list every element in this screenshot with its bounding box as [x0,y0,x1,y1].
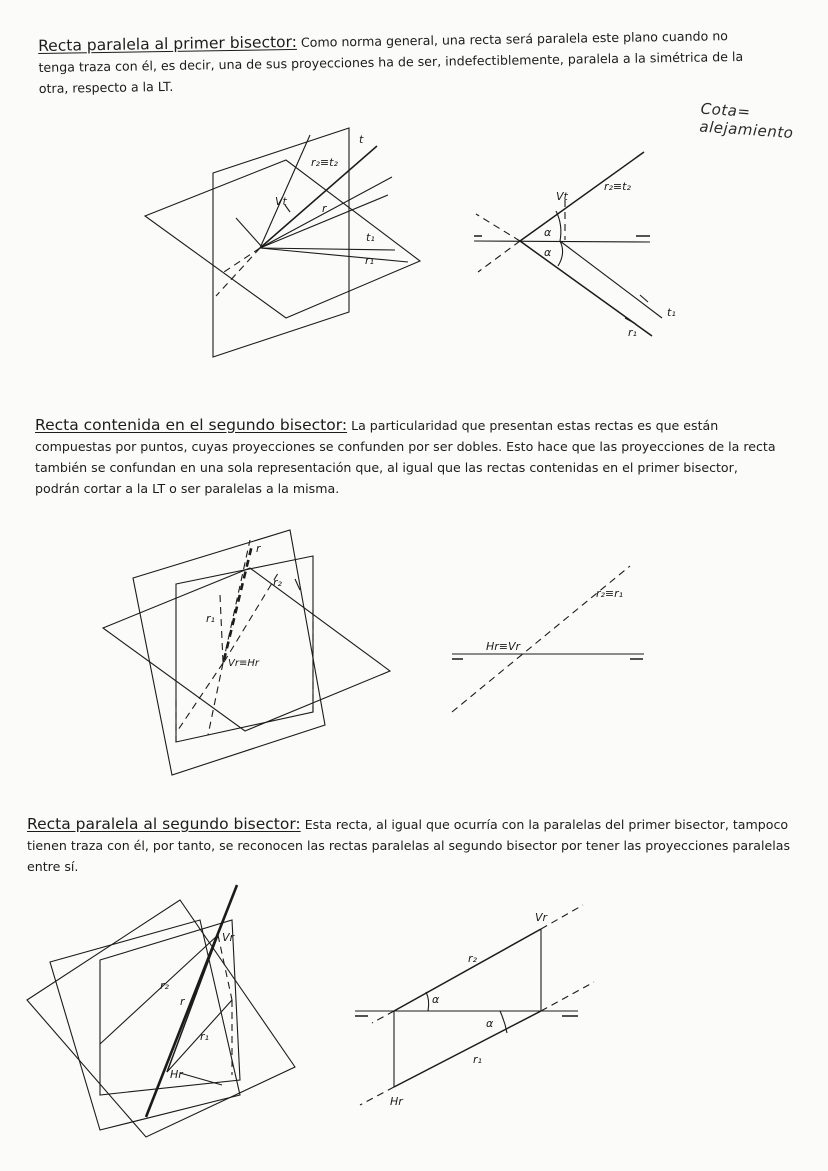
fig1-2d-label-vt: Vt [556,190,569,203]
fig3-label-r: r [180,995,186,1008]
section-2-paragraph: Recta contenida en el segundo bisector: … [35,415,783,499]
fig1-label-r1: r₁ [365,254,374,267]
fig1-2d-label-t1: t₁ [667,306,676,319]
fig3-label-vr: Vr [222,931,236,944]
fig2-2d-label-hrvr: Hr≡Vr [486,640,522,653]
fig2-label-vrhr: Vr≡Hr [228,658,260,669]
fig3-2d-label-alpha-top: α [432,993,440,1006]
fig3-2d-label-hr: Hr [390,1095,404,1108]
fig1-label-vt: Vt [275,195,288,208]
fig1-label-t1: t₁ [366,231,375,244]
fig1-label-t: t [359,133,364,146]
fig2-label-r: r [256,542,262,555]
fig2-label-r2: r₂ [273,576,283,589]
section-3-paragraph: Recta paralela al segundo bisector: Esta… [27,814,797,877]
section-3-title: Recta paralela al segundo bisector: [27,815,301,833]
fig1-2d-label-r2t2: r₂≡t₂ [604,180,631,193]
fig1-label-r: r [322,202,328,215]
fig1-2d-label-alpha-bottom: α [544,246,552,259]
fig2-label-r1: r₁ [206,612,215,625]
fig1-label-r2t2: r₂≡t₂ [311,156,338,169]
fig1-2d-label-alpha-top: α [544,226,552,239]
section-2-title: Recta contenida en el segundo bisector: [35,416,348,434]
fig1-2d-label-r1: r₁ [628,326,637,339]
fig3-2d-label-r2: r₂ [468,952,478,965]
section-2-text: La particularidad que presentan estas re… [35,418,776,496]
fig3-2d-label-r1: r₁ [473,1053,482,1066]
section-3-text: Esta recta, al igual que ocurría con la … [27,817,791,874]
fig3-label-r1: r₁ [200,1030,209,1043]
fig3-label-hr: Hr [170,1068,184,1081]
fig3-2d-label-alpha-bottom: α [486,1017,494,1030]
fig3-label-r2: r₂ [160,979,170,992]
fig2-2d-label-r2r1: r₂≡r₁ [596,587,623,600]
fig3-2d-label-vr: Vr [535,911,549,924]
